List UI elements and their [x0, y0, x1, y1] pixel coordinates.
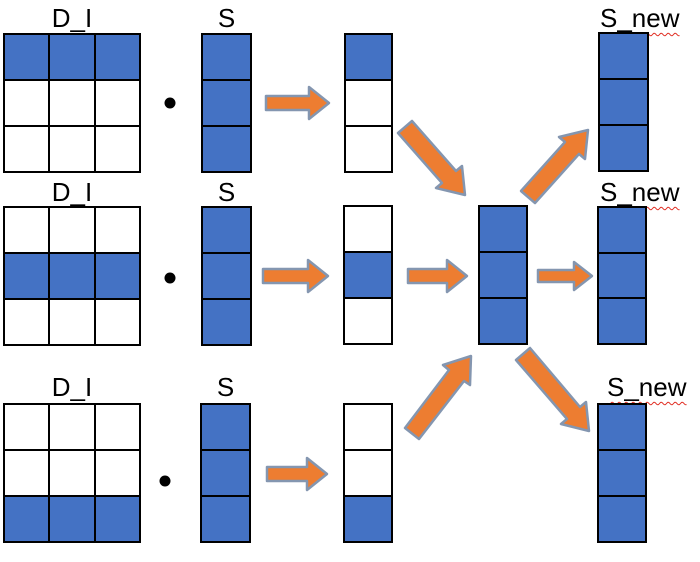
cell-filled — [4, 34, 50, 80]
cell-empty — [49, 404, 95, 450]
cell-empty — [4, 299, 50, 345]
cell-filled — [599, 79, 648, 125]
cell-filled — [598, 207, 646, 253]
matrix-label: D_I — [51, 372, 93, 402]
result-column — [597, 403, 647, 543]
cell-empty — [94, 299, 140, 345]
product-column — [344, 33, 393, 173]
center-to-bottom-s-new-arrow — [514, 346, 591, 433]
matrix-grid — [3, 33, 141, 173]
cell-filled — [344, 252, 392, 298]
vector-column — [201, 206, 252, 346]
cell-filled — [599, 125, 648, 171]
cell-filled — [598, 252, 646, 299]
row1-product-to-center-arrow — [396, 119, 467, 197]
cell-filled — [201, 450, 250, 496]
result-column — [597, 206, 647, 345]
cell-filled — [598, 496, 646, 542]
cell-empty — [49, 80, 95, 126]
matrix-grid — [3, 206, 141, 346]
matrix-grid — [3, 403, 141, 543]
cell-filled — [202, 253, 251, 299]
cell-empty — [49, 450, 95, 496]
cell-empty — [4, 404, 50, 450]
result-label: S_new — [600, 177, 680, 207]
row1-s-to-product-arrow — [264, 85, 331, 121]
cell-filled — [94, 34, 140, 80]
cell-filled — [49, 496, 95, 542]
cell-empty — [4, 126, 50, 172]
cell-filled — [345, 34, 392, 80]
row3-product-to-center-arrow — [403, 354, 473, 441]
vector-label: S — [216, 372, 235, 402]
cell-filled — [201, 496, 250, 542]
vector-label: S — [217, 177, 236, 207]
dot-product-operator — [164, 97, 176, 109]
cell-empty — [345, 80, 392, 126]
cell-filled — [479, 252, 527, 298]
cell-empty — [49, 207, 95, 253]
row2-product-to-center-arrow — [406, 258, 469, 294]
cell-empty — [94, 404, 140, 450]
cell-filled — [599, 33, 648, 79]
cell-filled — [598, 404, 646, 450]
cell-empty — [344, 450, 392, 496]
cell-empty — [344, 404, 392, 450]
row3-s-to-product-arrow — [265, 456, 329, 492]
cell-filled — [479, 206, 527, 252]
cell-filled — [4, 496, 50, 542]
cell-empty — [344, 298, 392, 344]
result-label: S_new — [607, 372, 687, 402]
dot-product-operator — [159, 475, 171, 487]
cell-empty — [49, 299, 95, 345]
cell-empty — [94, 207, 140, 253]
cell-filled — [94, 253, 140, 299]
cell-empty — [344, 206, 392, 252]
center-accumulator-column — [478, 205, 528, 345]
cell-filled — [479, 298, 527, 344]
cell-filled — [49, 34, 95, 80]
cell-empty — [94, 450, 140, 496]
row2-s-to-product-arrow — [261, 258, 330, 294]
product-column — [343, 403, 393, 543]
cell-empty — [4, 450, 50, 496]
result-label: S_new — [600, 3, 680, 33]
cell-filled — [49, 253, 95, 299]
cell-filled — [201, 404, 250, 450]
cell-filled — [202, 299, 251, 345]
vector-column — [201, 33, 252, 173]
cell-empty — [4, 80, 50, 126]
dot-product-operator — [164, 272, 176, 284]
cell-filled — [94, 496, 140, 542]
center-to-top-s-new-arrow — [519, 128, 590, 205]
cell-empty — [94, 80, 140, 126]
cell-filled — [202, 126, 251, 172]
cell-empty — [49, 126, 95, 172]
result-column — [598, 32, 649, 172]
cell-empty — [345, 126, 392, 172]
center-to-middle-s-new-arrow — [536, 260, 594, 292]
cell-filled — [202, 34, 251, 80]
cell-filled — [344, 496, 392, 542]
cell-filled — [202, 207, 251, 253]
matrix-label: D_I — [51, 3, 93, 33]
cell-empty — [94, 126, 140, 172]
cell-filled — [598, 450, 646, 496]
matrix-label: D_I — [51, 177, 93, 207]
product-column — [343, 205, 393, 345]
vector-column — [200, 403, 251, 543]
cell-filled — [4, 253, 50, 299]
cell-filled — [202, 80, 251, 126]
cell-filled — [598, 298, 646, 344]
cell-empty — [4, 207, 50, 253]
vector-label: S — [217, 3, 236, 33]
